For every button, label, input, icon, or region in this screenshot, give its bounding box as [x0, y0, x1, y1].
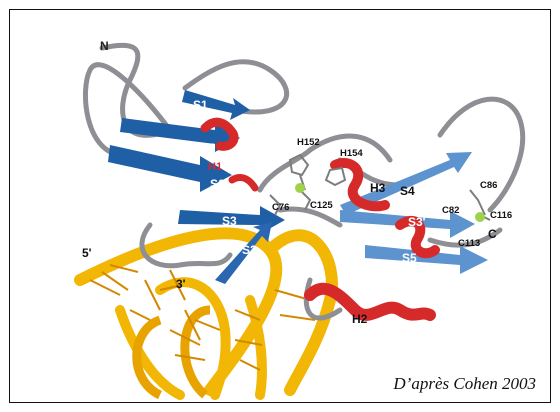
label-n-terminus: N: [100, 39, 109, 53]
label-h152: H152: [297, 137, 320, 148]
dna-loop-left: [137, 310, 210, 395]
label-s1: S1: [193, 98, 208, 112]
coil-n-term-loop: [85, 45, 170, 155]
label-c116: C116: [490, 210, 512, 221]
label-s3p: S3': [408, 215, 426, 229]
sidechain-h154: [326, 168, 345, 185]
protein-dna-structure: N S1 S7 H1 S6 S3 S2 H152 H154 H3 S4 C125…: [10, 10, 551, 403]
label-h2: H2: [352, 312, 368, 326]
label-c86: C86: [480, 180, 497, 191]
label-h1: H1: [208, 161, 222, 173]
figure-credit: D’après Cohen 2003: [393, 374, 536, 394]
dna-helix: [80, 233, 332, 395]
zinc-ion-right: [475, 212, 485, 222]
label-dna-5prime: 5': [82, 246, 92, 260]
label-c76: C76: [272, 202, 289, 213]
label-s7: S7: [200, 141, 215, 155]
label-h154: H154: [340, 148, 363, 159]
sidechain-c125: [300, 190, 310, 210]
coil-backbone: [85, 45, 522, 318]
label-c125: C125: [310, 200, 333, 211]
figure-frame: N S1 S7 H1 S6 S3 S2 H152 H154 H3 S4 C125…: [9, 9, 551, 403]
label-c-terminus: C: [488, 227, 497, 241]
label-dna-3prime: 3': [176, 277, 186, 291]
label-c82: C82: [442, 205, 459, 216]
label-c113: C113: [458, 238, 480, 249]
label-s2: S2: [242, 243, 257, 257]
label-s3: S3: [222, 214, 237, 228]
label-s4: S4: [400, 184, 415, 198]
helix-h1-lower: [232, 178, 255, 188]
zinc-ion-left: [295, 183, 305, 193]
label-s5: S5: [402, 251, 417, 265]
label-h3: H3: [370, 181, 386, 195]
label-s6: S6: [210, 177, 225, 191]
